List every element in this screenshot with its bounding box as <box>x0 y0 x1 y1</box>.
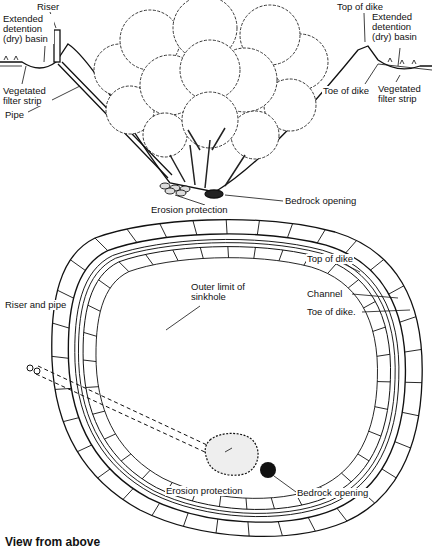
part-label: Riser <box>36 2 60 12</box>
block-joint <box>373 327 386 331</box>
block-joint <box>219 496 220 507</box>
block-joint <box>93 411 105 414</box>
part-label: Top of dike <box>336 2 384 12</box>
block-joint <box>123 489 133 500</box>
part-label: Channel <box>306 289 343 299</box>
block-joint <box>337 508 347 521</box>
part-label: Top of dike <box>306 254 354 264</box>
block-joint <box>254 247 256 258</box>
block-joint <box>271 498 274 509</box>
block-joint <box>328 264 336 274</box>
block-joint <box>160 224 167 238</box>
block-joint <box>99 280 111 288</box>
part-label: Toe of dike. <box>306 307 357 317</box>
block-joint <box>348 280 358 288</box>
block-joint <box>63 418 79 422</box>
block-joint <box>257 221 259 235</box>
block-joint <box>395 442 411 448</box>
block-joint <box>84 332 97 336</box>
block-joint <box>58 290 74 298</box>
block-joint <box>52 356 69 358</box>
block-joint <box>200 247 203 258</box>
block-joint <box>400 317 416 323</box>
block-joint <box>98 469 110 478</box>
part-label: Erosion protection <box>165 486 244 496</box>
leader-lines <box>22 12 400 205</box>
block-joint <box>227 247 229 258</box>
block-joint <box>152 503 160 515</box>
block-joint <box>341 473 351 482</box>
block-joint <box>405 382 422 383</box>
part-label: Extended detention (dry) basin <box>2 14 54 44</box>
part-label: Vegetated filter strip <box>2 86 52 106</box>
block-joint <box>83 360 96 362</box>
block-joint <box>287 224 292 238</box>
plan-rings <box>52 220 422 537</box>
block-joint <box>370 259 383 270</box>
tree-trunks <box>170 128 245 188</box>
block-joint <box>382 469 396 478</box>
block-joint <box>142 470 150 479</box>
block-joint <box>77 445 91 452</box>
block-joint <box>119 262 129 272</box>
block-joint <box>146 254 154 264</box>
leader-lines-plan <box>166 262 410 492</box>
block-joint <box>53 323 70 328</box>
block-joint <box>226 220 228 234</box>
block-joint <box>375 407 388 410</box>
block-joint <box>389 286 404 294</box>
erosion-protection <box>205 433 258 475</box>
part-label: Erosion protection <box>150 205 229 215</box>
bedrock-opening <box>260 462 276 478</box>
block-joint <box>127 229 137 242</box>
part-label: Riser and pipe <box>4 300 67 310</box>
block-joint <box>364 301 376 307</box>
tree-canopy <box>94 0 328 159</box>
block-joint <box>377 381 390 382</box>
block-joint <box>346 240 357 252</box>
block-joint <box>193 221 197 235</box>
block-joint <box>308 517 315 531</box>
block-joint <box>358 454 369 461</box>
block-joint <box>173 250 178 261</box>
riprap-blocks <box>52 220 422 536</box>
block-joint <box>70 260 85 271</box>
part-label: Toe of dike <box>322 86 370 96</box>
block-joint <box>104 434 115 439</box>
part-label: Outer limit of sinkhole <box>190 282 264 302</box>
cross-section <box>0 30 432 198</box>
block-joint <box>317 230 325 243</box>
block-joint <box>216 519 218 533</box>
block-joint <box>279 250 283 261</box>
block-joint <box>248 522 249 536</box>
block-joint <box>95 238 108 251</box>
block-joint <box>377 354 390 356</box>
part-label: Bedrock opening <box>296 488 369 498</box>
block-joint <box>402 412 418 415</box>
block-joint <box>278 521 282 535</box>
block-joint <box>369 431 381 436</box>
part-label: Pipe <box>4 110 25 120</box>
riser-pipe <box>27 365 222 459</box>
block-joint <box>405 349 422 352</box>
part-label: Vegetated filter strip <box>377 84 429 104</box>
part-label: Extended detention (dry) basin <box>371 12 429 42</box>
block-joint <box>86 386 99 388</box>
part-label: Bedrock opening <box>284 196 357 206</box>
block-joint <box>245 498 247 509</box>
block-joint <box>88 305 100 311</box>
view-title: View from above <box>4 536 101 549</box>
block-joint <box>183 513 188 526</box>
block-joint <box>121 454 131 461</box>
